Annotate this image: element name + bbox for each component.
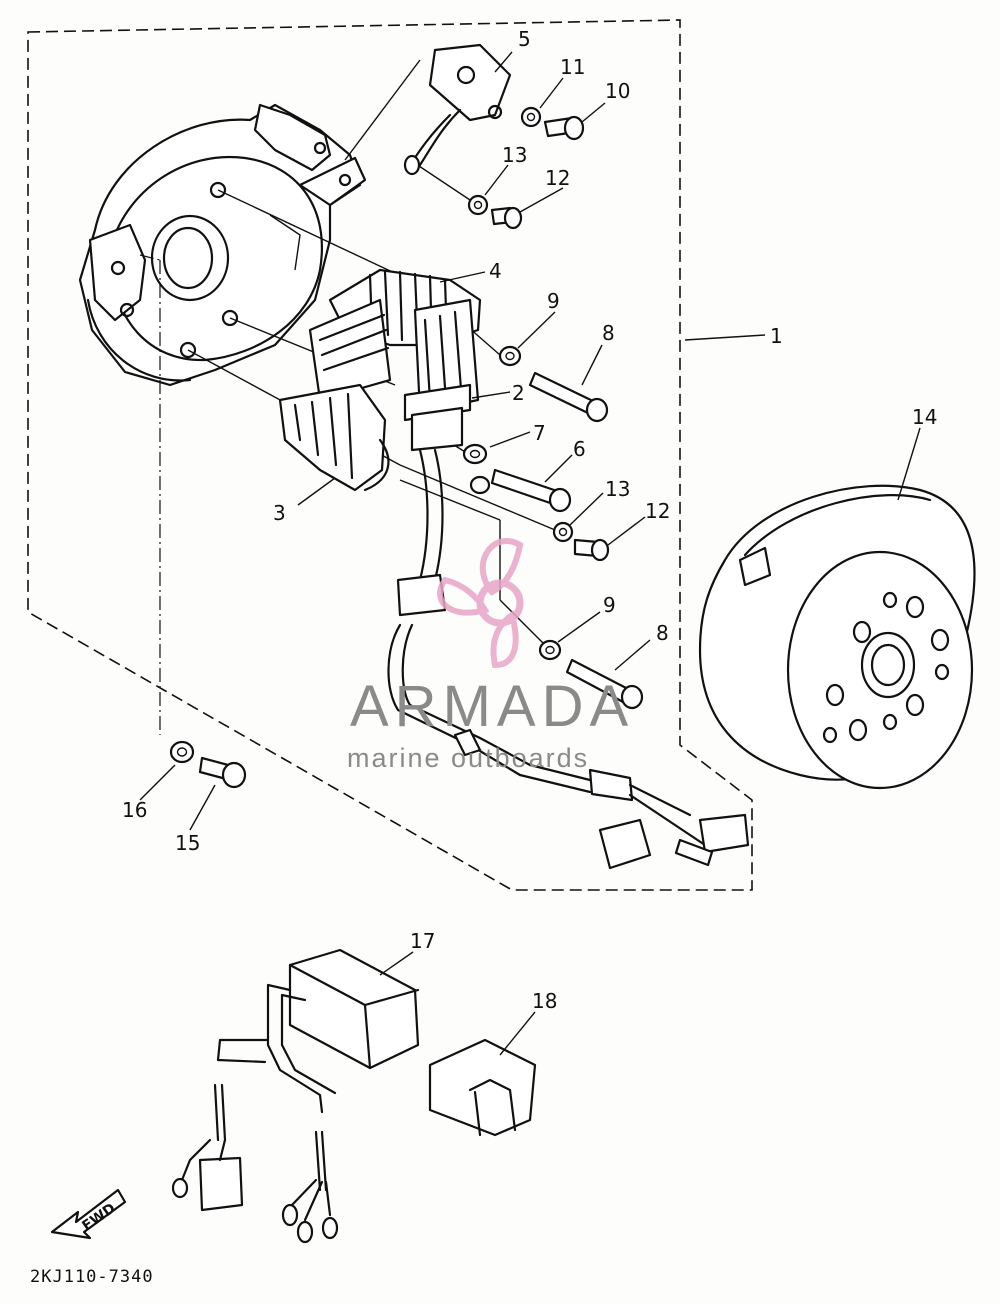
callout-6: 6 xyxy=(573,437,586,461)
callout-leaders xyxy=(139,51,921,1056)
holder-clamp xyxy=(428,1038,537,1137)
wiring-harness xyxy=(387,448,750,870)
callout-14: 14 xyxy=(912,405,937,429)
callout-4: 4 xyxy=(489,259,502,283)
callout-3: 3 xyxy=(273,501,286,525)
watermark-subtitle: marine outboards xyxy=(347,743,589,773)
callout-13-lower: 13 xyxy=(605,477,630,501)
callout-7: 7 xyxy=(533,421,546,445)
cdi-unit xyxy=(171,948,420,1244)
watermark-title: ARMADA xyxy=(350,674,634,739)
callout-8-upper: 8 xyxy=(602,321,615,345)
callout-12-upper: 12 xyxy=(545,166,570,190)
callout-8-lower: 8 xyxy=(656,621,669,645)
callout-10: 10 xyxy=(605,79,630,103)
callout-1: 1 xyxy=(770,324,783,348)
pulser-coil xyxy=(278,383,390,492)
pulser-bracket xyxy=(403,43,512,176)
callout-9-upper: 9 xyxy=(547,289,560,313)
stator-base-plate xyxy=(78,103,367,387)
charge-coil xyxy=(403,298,480,452)
callout-9-lower: 9 xyxy=(603,593,616,617)
callout-15: 15 xyxy=(175,831,200,855)
assembly-boundary xyxy=(27,19,753,891)
callout-12-lower: 12 xyxy=(645,499,670,523)
diagram-code: 2KJ110-7340 xyxy=(30,1267,154,1287)
callout-16: 16 xyxy=(122,798,147,822)
callout-2: 2 xyxy=(512,381,525,405)
callout-11: 11 xyxy=(560,55,585,79)
forward-arrow-icon xyxy=(50,1188,127,1240)
watermark-logo xyxy=(437,538,524,669)
callout-18: 18 xyxy=(532,989,557,1013)
callout-17: 17 xyxy=(410,929,435,953)
flywheel xyxy=(698,484,976,790)
callout-13-upper: 13 xyxy=(502,143,527,167)
callout-5: 5 xyxy=(518,27,531,51)
fasteners xyxy=(169,106,644,789)
